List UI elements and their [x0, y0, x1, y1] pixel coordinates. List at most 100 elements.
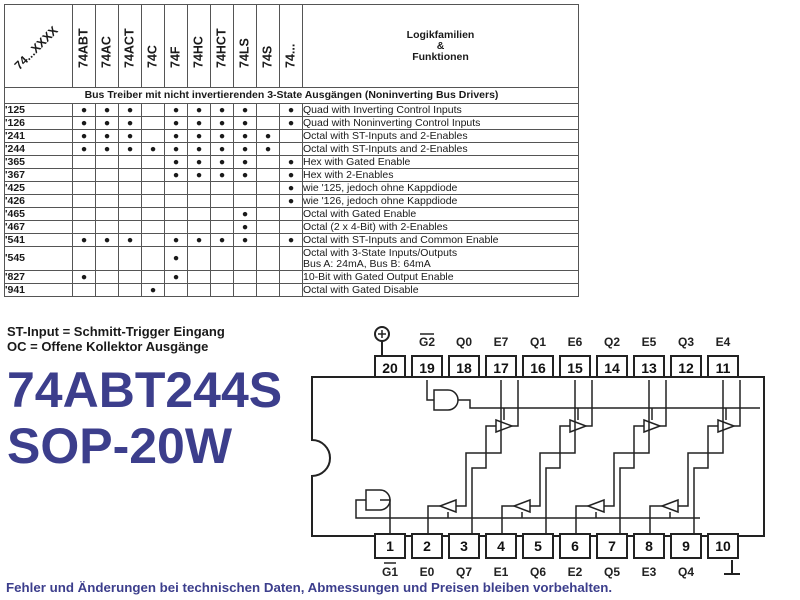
part-code: '365	[4, 155, 73, 169]
empty-cell	[256, 168, 280, 182]
availability-dot: ●	[118, 129, 142, 143]
empty-cell	[256, 181, 280, 195]
family-header-8: 74S	[256, 4, 280, 88]
empty-cell	[72, 283, 96, 297]
availability-dot: ●	[164, 129, 188, 143]
family-header-9: 74...	[279, 4, 303, 88]
bottom-pin: 1	[374, 533, 406, 559]
pin-number: 12	[678, 360, 694, 376]
empty-cell	[187, 194, 211, 208]
part-code: '125	[4, 103, 73, 117]
family-label: 74HCT	[214, 28, 229, 68]
availability-dot: ●	[72, 270, 96, 284]
part-code: '367	[4, 168, 73, 182]
family-header-2: 74ACT	[118, 4, 142, 88]
availability-dot: ●	[72, 129, 96, 143]
availability-dot: ●	[210, 129, 234, 143]
pin-label: Q2	[604, 335, 620, 349]
empty-cell	[141, 103, 165, 117]
pin-number: 13	[641, 360, 657, 376]
pin-label: E0	[420, 565, 435, 579]
empty-cell	[118, 194, 142, 208]
pin-number: 19	[419, 360, 435, 376]
table-row: '467●Octal (2 x 4-Bit) with 2-Enables	[4, 220, 579, 234]
pin-number: 8	[645, 538, 653, 554]
family-label: 74F	[168, 46, 183, 68]
availability-dot: ●	[279, 194, 303, 208]
table-row: '465●Octal with Gated Enable	[4, 207, 579, 221]
table-row: '425●wie '125, jedoch ohne Kappdiode	[4, 181, 579, 195]
empty-cell	[118, 246, 142, 271]
pin-label: Q3	[678, 335, 694, 349]
availability-dot: ●	[164, 155, 188, 169]
empty-cell	[210, 246, 234, 271]
part-code: '241	[4, 129, 73, 143]
description-line: Hex with Gated Enable	[303, 155, 411, 168]
availability-dot: ●	[210, 142, 234, 156]
part-code: '941	[4, 283, 73, 297]
pin-number: 4	[497, 538, 505, 554]
availability-dot: ●	[279, 168, 303, 182]
availability-dot: ●	[95, 233, 119, 247]
table-row: '367●●●●●Hex with 2-Enables	[4, 168, 579, 182]
table-title: Logikfamilien & Funktionen	[302, 4, 579, 88]
empty-cell	[256, 155, 280, 169]
table-row: '426●wie '126, jedoch ohne Kappdiode	[4, 194, 579, 208]
corner-cell: 74...XXXX	[4, 4, 73, 88]
availability-dot: ●	[210, 116, 234, 130]
empty-cell	[95, 155, 119, 169]
empty-cell	[118, 207, 142, 221]
package-type: SOP-20W	[7, 418, 233, 474]
availability-dot: ●	[164, 246, 188, 271]
availability-dot: ●	[279, 116, 303, 130]
availability-dot: ●	[141, 142, 165, 156]
footer-disclaimer: Fehler und Änderungen bei technischen Da…	[6, 580, 613, 595]
availability-dot: ●	[233, 116, 257, 130]
part-title: 74ABT244S SOP-20W	[7, 362, 282, 474]
empty-cell	[95, 207, 119, 221]
section-title: Bus Treiber mit nicht invertierenden 3-S…	[4, 87, 579, 104]
empty-cell	[279, 283, 303, 297]
family-header-4: 74F	[164, 4, 188, 88]
availability-dot: ●	[233, 220, 257, 234]
availability-dot: ●	[210, 155, 234, 169]
part-code: '244	[4, 142, 73, 156]
pin-label: Q4	[678, 565, 694, 579]
availability-dot: ●	[72, 233, 96, 247]
empty-cell	[210, 220, 234, 234]
function-description: Octal (2 x 4-Bit) with 2-Enables	[302, 220, 579, 234]
bottom-pin: 3	[448, 533, 480, 559]
title-line-2: &	[436, 39, 445, 52]
abbreviation-notes: ST-Input = Schmitt-Trigger Eingang OC = …	[7, 324, 225, 354]
availability-dot: ●	[118, 103, 142, 117]
empty-cell	[72, 168, 96, 182]
availability-dot: ●	[279, 233, 303, 247]
empty-cell	[187, 283, 211, 297]
availability-dot: ●	[72, 116, 96, 130]
availability-dot: ●	[164, 270, 188, 284]
empty-cell	[233, 194, 257, 208]
pin-label: G2	[419, 335, 435, 349]
availability-dot: ●	[256, 142, 280, 156]
availability-dot: ●	[187, 168, 211, 182]
availability-dot: ●	[233, 155, 257, 169]
availability-dot: ●	[164, 116, 188, 130]
empty-cell	[72, 246, 96, 271]
corner-label: 74...XXXX	[11, 23, 61, 73]
availability-dot: ●	[187, 129, 211, 143]
description-line: wie '125, jedoch ohne Kappdiode	[303, 181, 458, 194]
empty-cell	[256, 270, 280, 284]
bottom-pin: 8	[633, 533, 665, 559]
bottom-pin: 5	[522, 533, 554, 559]
empty-cell	[256, 246, 280, 271]
pin-number: 2	[423, 538, 431, 554]
bottom-pin: 9	[670, 533, 702, 559]
bottom-pin: 6	[559, 533, 591, 559]
availability-dot: ●	[256, 129, 280, 143]
pin-label: E1	[494, 565, 509, 579]
pin-label: E4	[716, 335, 731, 349]
family-header-5: 74HC	[187, 4, 211, 88]
availability-dot: ●	[164, 103, 188, 117]
